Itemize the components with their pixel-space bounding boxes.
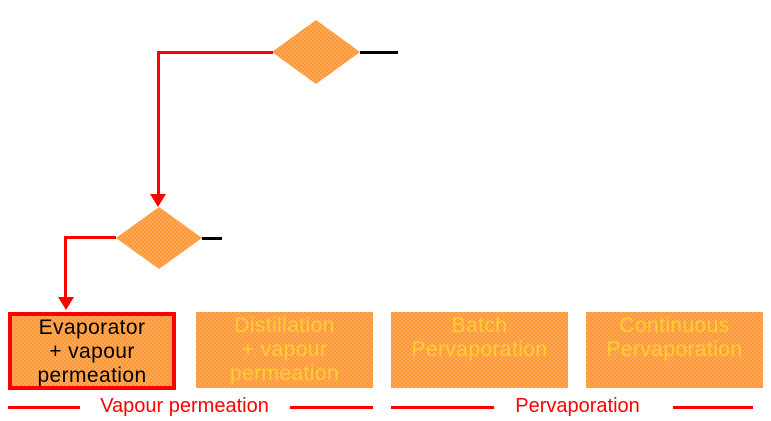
- legend-dash-1: [8, 406, 80, 409]
- box-continuous-pervaporation: Continuous Pervaporation: [586, 312, 763, 388]
- red-connector-2-vertical: [64, 236, 67, 298]
- box-evaporator-label: Evaporator + vapour permeation: [37, 316, 147, 387]
- legend-dash-3: [391, 406, 494, 409]
- box-continuous-label: Continuous Pervaporation: [606, 314, 743, 361]
- legend-dash-2: [290, 406, 373, 409]
- red-connector-1-horizontal: [157, 51, 273, 54]
- box-evaporator-vapour-permeation: Evaporator + vapour permeation: [8, 312, 176, 390]
- red-arrowhead-2: [58, 297, 74, 310]
- box-distillation-label: Distillation + vapour permeation: [229, 314, 340, 385]
- box-batch-pervaporation: Batch Pervaporation: [391, 312, 568, 388]
- red-connector-2-horizontal: [64, 236, 116, 239]
- red-arrowhead-1: [150, 194, 166, 207]
- black-connector-top: [360, 51, 398, 54]
- legend-label-pervaporation: Pervaporation: [515, 395, 640, 417]
- black-connector-left: [202, 237, 222, 240]
- decision-diamond-left: [116, 207, 202, 269]
- legend-dash-4: [673, 406, 753, 409]
- red-connector-1-vertical: [157, 51, 160, 195]
- legend-label-vapour-permeation: Vapour permeation: [100, 395, 269, 417]
- decision-diamond-top: [272, 20, 360, 84]
- box-batch-label: Batch Pervaporation: [411, 314, 548, 361]
- box-distillation-vapour-permeation: Distillation + vapour permeation: [196, 312, 373, 388]
